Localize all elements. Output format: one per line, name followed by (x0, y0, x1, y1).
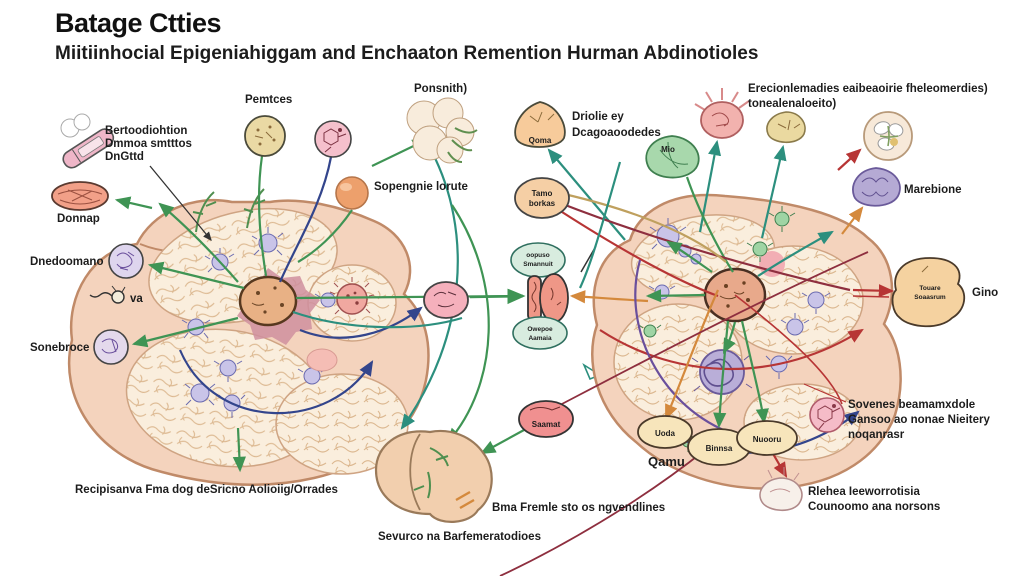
molecule-node-left (314, 120, 352, 158)
junction-bubble-top (510, 242, 566, 278)
marebione-node (852, 167, 901, 207)
pink-blob-left (306, 348, 338, 372)
gino-label: Gino (972, 287, 998, 299)
left-bottom-caption: Recipisanva Fma dog deSricno Aolioiig/Or… (75, 484, 338, 496)
tamo-line2: borkas (529, 199, 556, 208)
donnap-label: Donnap (57, 213, 100, 225)
rlehea-line2: Counoomo ana norsons (808, 501, 940, 513)
sovengris-node (335, 176, 369, 210)
pill-icon (60, 113, 115, 169)
driolie-line1: Driolie ey (572, 111, 624, 123)
qoma-inner-label: Qoma (529, 136, 552, 145)
pentces-node (244, 115, 286, 157)
dnedoomapo-label: Dnedoomano (30, 256, 103, 268)
figure-subtitle: Miitiinhocial Epigeniahiggam and Enchaat… (55, 43, 759, 64)
sovenes-line2: Gansoo ao nonae Nieitery (848, 414, 990, 426)
pill-note-line2: Dmmoa smtttos (105, 138, 192, 150)
yellow-cell (766, 111, 806, 144)
pill-note-line3: DnGttd (105, 151, 144, 163)
fremle-caption: Bma Fremle sto os ngvendlines (492, 502, 665, 514)
left-arrows (114, 139, 518, 473)
junction-texture (531, 281, 562, 313)
topright-line2: tonealenaloeito) (748, 98, 836, 110)
mio-inner-label: Mio (661, 145, 675, 154)
pill-note: Bertoodiohtion Dmmoa smtttos DnGttd (105, 125, 192, 163)
figure-header: Batage Ctties Miitiinhocial Epigeniahigg… (55, 8, 758, 65)
sperm-icon (89, 285, 126, 304)
sovenes-molecule-node (809, 397, 845, 433)
oval-uoda-label: Uoda (655, 429, 676, 438)
ponsnith-label: Ponsnith) (414, 83, 467, 95)
gino-inner-line1: Touare (919, 285, 941, 292)
marebione-label: Marebione (904, 184, 962, 196)
ponsnith-node (406, 97, 478, 164)
topright-line1: Erecionlemadies eaibeaoirie fheleomerdie… (748, 83, 988, 95)
junction-bubble-bottom (512, 316, 568, 350)
arrow-to-junction (469, 288, 526, 305)
pink-spiky-cell-left (329, 277, 375, 315)
driolie-line2: Dcagoaoodedes (572, 127, 661, 139)
bottom-organ-node (374, 429, 493, 523)
haired-pink-cell (694, 88, 750, 139)
right-central-cell-speckles (719, 281, 750, 308)
sovenes-line1: Sovenes beamamxdole (848, 399, 975, 411)
sovengris-label: Sopengnie lorute (374, 181, 468, 193)
rlehea-line1: Rlehea Ieeworrotisia (808, 486, 920, 498)
green-spiky-cells (638, 206, 796, 452)
qamu-label: Qamu (648, 454, 685, 469)
saamat-inner-label: Saamat (532, 420, 561, 429)
mediator-node (423, 281, 469, 319)
junction-structure: oopuso Smannuit Owepoe Aamaia (510, 242, 602, 381)
saamat-node: Saamat (518, 400, 574, 438)
rlehea-node (759, 467, 803, 512)
bottom-ovals: Uoda Binnsa Nuooru (637, 415, 798, 466)
dnedoomapo-node (108, 243, 144, 279)
tamo-node: Tamo borkas (514, 177, 570, 219)
flower-cell (863, 111, 913, 161)
qoma-node: Qoma (514, 101, 566, 148)
gino-node: Touare Soaasrum (891, 257, 966, 328)
left-central-cell (238, 275, 298, 327)
donnap-node (51, 181, 109, 211)
bubble-top-line1: oopuso (526, 252, 549, 259)
sovenes-line3: noqanrasr (848, 429, 905, 441)
sonebroce-node (93, 329, 129, 365)
bubble-top-line2: Smannuit (523, 261, 553, 268)
gino-inner-line2: Soaasrum (914, 294, 946, 301)
left-central-cell-speckles (251, 286, 284, 314)
bubble-bottom-line2: Aamaia (528, 335, 552, 342)
pill-note-line1: Bertoodiohtion (105, 125, 187, 137)
mio-node: Mio (645, 135, 700, 179)
oval-nuooru-label: Nuooru (753, 435, 782, 444)
pentces-label: Pemtces (245, 94, 292, 106)
sonebroce-label: Sonebroce (30, 342, 89, 354)
sevurco-caption: Sevurco na Barfemeratodioes (378, 531, 541, 543)
sova-label: va (130, 293, 143, 305)
tamo-line1: Tamo (532, 189, 553, 198)
bubble-bottom-line1: Owepoe (527, 326, 553, 333)
oval-binnsa-label: Binnsa (706, 444, 733, 453)
figure-title: Batage Ctties (55, 8, 222, 38)
